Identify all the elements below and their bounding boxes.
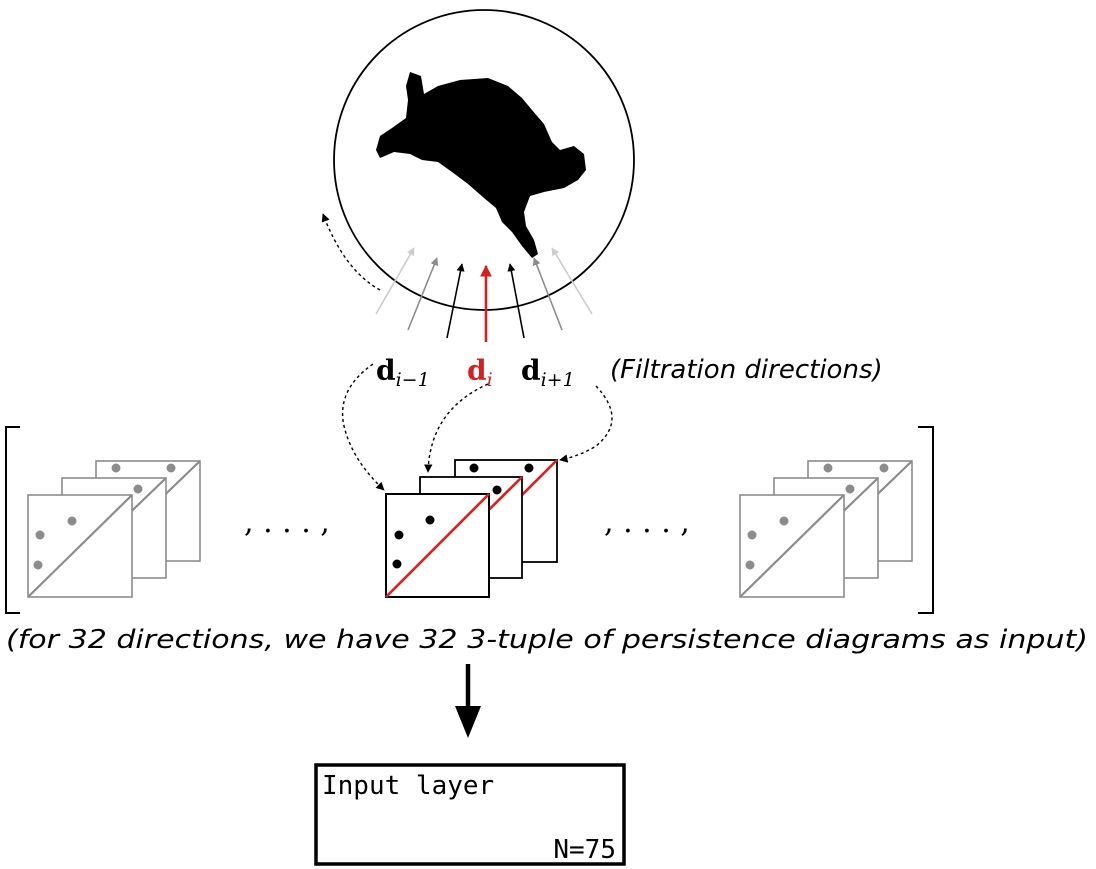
persistence-diagram-left-front — [27, 494, 133, 598]
ellipsis-right: , . . . , — [604, 505, 690, 540]
direction-fan — [375, 247, 593, 342]
direction-arrow-prev — [446, 263, 465, 339]
input-layer-title: Input layer — [322, 771, 494, 801]
down-arrow — [455, 664, 481, 738]
left-bracket — [5, 426, 20, 614]
connector-next — [559, 385, 613, 463]
input-caption: (for 32 directions, we have 32 3-tuple o… — [6, 625, 1088, 655]
persistence-diagram-current-front — [385, 493, 490, 598]
diagram-stack-right — [739, 460, 913, 598]
direction-label-current: di — [467, 354, 493, 391]
direction-arrow-gray-left — [407, 257, 439, 331]
connector-current — [424, 383, 489, 473]
direction-arrow-faint-right — [551, 247, 593, 315]
direction-label-next: di+1 — [521, 354, 575, 391]
diagram-stack-current — [385, 459, 558, 598]
connector-prev — [341, 363, 385, 491]
direction-arrow-faint-left — [375, 247, 415, 315]
right-bracket — [918, 426, 934, 614]
rotation-arrow — [321, 213, 381, 291]
direction-arrow-next — [507, 263, 525, 339]
persistence-diagram-right-front — [739, 494, 845, 598]
turtle-silhouette-icon — [376, 72, 586, 258]
direction-arrow-gray-right — [532, 257, 563, 331]
input-layer-box: Input layer N=75 — [314, 763, 626, 866]
direction-label-prev: di−1 — [376, 354, 430, 391]
filtration-directions-label: (Filtration directions) — [610, 355, 883, 385]
diagram-stack-left — [27, 460, 201, 598]
input-layer-size: N=75 — [553, 835, 616, 865]
ellipsis-left: , . . . , — [244, 505, 330, 540]
label-connectors — [341, 363, 613, 491]
